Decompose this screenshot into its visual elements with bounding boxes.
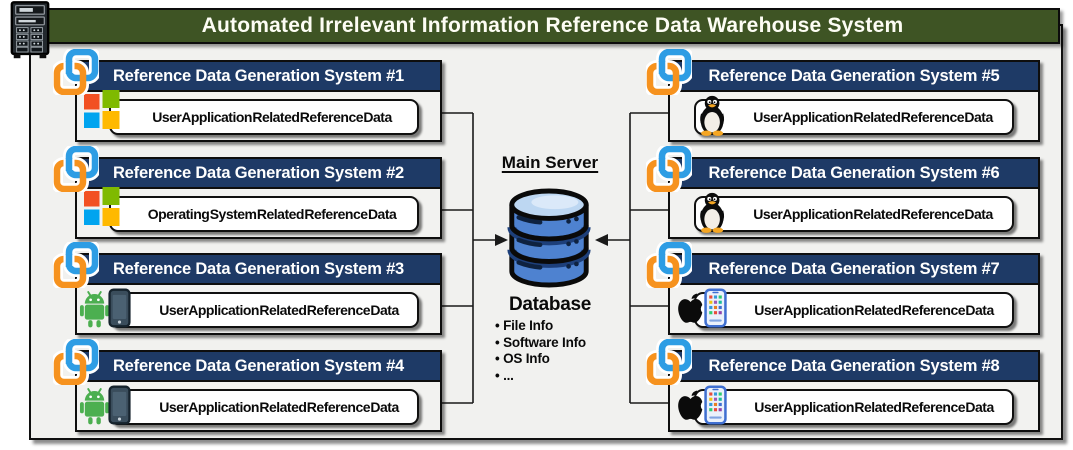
- system-title: Reference Data Generation System #6: [708, 163, 1000, 182]
- system-body: User Application Related Reference Data: [670, 382, 1038, 430]
- virtual-machine-icon: [646, 49, 692, 95]
- windows-logo-icon: [84, 187, 120, 226]
- linux-tux-icon: [700, 95, 725, 136]
- reference-data-pill: User Application Related Reference Data: [109, 389, 419, 425]
- android-icon: [79, 388, 110, 426]
- system-header: Reference Data Generation System #4: [77, 352, 440, 382]
- iphone-icon: [704, 385, 727, 425]
- database-contents-list: File Info Software Info OS Info ...: [495, 318, 586, 384]
- system-box-3: Reference Data Generation System #3 User…: [75, 253, 442, 335]
- system-title: Reference Data Generation System #2: [112, 163, 405, 182]
- reference-data-pill: Operating System Related Reference Data: [109, 196, 419, 232]
- database-item: ...: [495, 368, 586, 385]
- server-tower-icon: [10, 1, 50, 59]
- system-title: Reference Data Generation System #5: [708, 66, 1000, 85]
- apple-logo-icon: [678, 390, 703, 420]
- system-header: Reference Data Generation System #5: [670, 62, 1038, 92]
- arrow-into-database-right: [595, 234, 608, 246]
- system-body: User Application Related Reference Data: [77, 382, 440, 430]
- system-body: Operating System Related Reference Data: [77, 187, 440, 237]
- virtual-machine-icon: [646, 339, 692, 385]
- system-title: Reference Data Generation System #1: [112, 66, 405, 85]
- system-box-6: Reference Data Generation System #6 User…: [668, 157, 1040, 239]
- system-body: User Application Related Reference Data: [77, 285, 440, 333]
- reference-data-pill: User Application Related Reference Data: [694, 196, 1014, 232]
- system-box-5: Reference Data Generation System #5 User…: [668, 60, 1040, 142]
- system-box-4: Reference Data Generation System #4 User…: [75, 350, 442, 432]
- reference-data-pill: User Application Related Reference Data: [694, 292, 1014, 328]
- reference-data-label: User Application Related Reference Data: [754, 399, 994, 415]
- smartphone-icon: [108, 288, 131, 328]
- system-box-2: Reference Data Generation System #2 Oper…: [75, 157, 442, 239]
- database-label: Database: [508, 294, 592, 315]
- system-body: User Application Related Reference Data: [670, 189, 1038, 237]
- reference-data-label: User Application Related Reference Data: [152, 109, 392, 125]
- system-title: Reference Data Generation System #7: [708, 259, 1000, 278]
- system-title: Reference Data Generation System #8: [708, 356, 1000, 375]
- reference-data-label: User Application Related Reference Data: [753, 109, 993, 125]
- database-item: OS Info: [495, 351, 586, 368]
- system-box-7: Reference Data Generation System #7 User…: [668, 253, 1040, 335]
- reference-data-label: User Application Related Reference Data: [159, 302, 399, 318]
- virtual-machine-icon: [53, 339, 99, 385]
- title-bar: Automated Irrelevant Information Referen…: [45, 8, 1060, 44]
- windows-logo-icon: [84, 90, 120, 129]
- apple-logo-icon: [678, 293, 703, 323]
- virtual-machine-icon: [646, 242, 692, 288]
- reference-data-pill: User Application Related Reference Data: [109, 99, 419, 135]
- database-icon: [507, 188, 591, 288]
- system-header: Reference Data Generation System #2: [77, 159, 440, 189]
- database-item: File Info: [495, 318, 586, 335]
- virtual-machine-icon: [646, 146, 692, 192]
- virtual-machine-icon: [53, 49, 99, 95]
- system-header: Reference Data Generation System #1: [77, 62, 440, 92]
- system-header: Reference Data Generation System #6: [670, 159, 1038, 189]
- system-box-8: Reference Data Generation System #8 User…: [668, 350, 1040, 432]
- virtual-machine-icon: [53, 242, 99, 288]
- system-body: User Application Related Reference Data: [77, 90, 440, 140]
- reference-data-label: User Application Related Reference Data: [159, 399, 399, 415]
- reference-data-label: User Application Related Reference Data: [754, 302, 994, 318]
- reference-data-pill: User Application Related Reference Data: [109, 292, 419, 328]
- linux-tux-icon: [700, 192, 725, 233]
- page-title: Automated Irrelevant Information Referen…: [201, 14, 904, 37]
- system-body: User Application Related Reference Data: [670, 92, 1038, 140]
- iphone-icon: [704, 288, 727, 328]
- reference-data-pill: User Application Related Reference Data: [694, 389, 1014, 425]
- system-body: User Application Related Reference Data: [670, 285, 1038, 333]
- main-server-label: Main Server: [501, 153, 599, 172]
- reference-data-label: User Application Related Reference Data: [753, 206, 993, 222]
- system-box-1: Reference Data Generation System #1 User…: [75, 60, 442, 142]
- system-header: Reference Data Generation System #7: [670, 255, 1038, 285]
- android-icon: [79, 291, 110, 329]
- reference-data-pill: User Application Related Reference Data: [694, 99, 1014, 135]
- system-header: Reference Data Generation System #8: [670, 352, 1038, 382]
- system-title: Reference Data Generation System #3: [112, 259, 405, 278]
- system-title: Reference Data Generation System #4: [112, 356, 405, 375]
- system-header: Reference Data Generation System #3: [77, 255, 440, 285]
- database-item: Software Info: [495, 335, 586, 352]
- virtual-machine-icon: [53, 146, 99, 192]
- smartphone-icon: [108, 385, 131, 425]
- arrow-into-database-left: [495, 234, 508, 246]
- reference-data-label: Operating System Related Reference Data: [147, 206, 397, 222]
